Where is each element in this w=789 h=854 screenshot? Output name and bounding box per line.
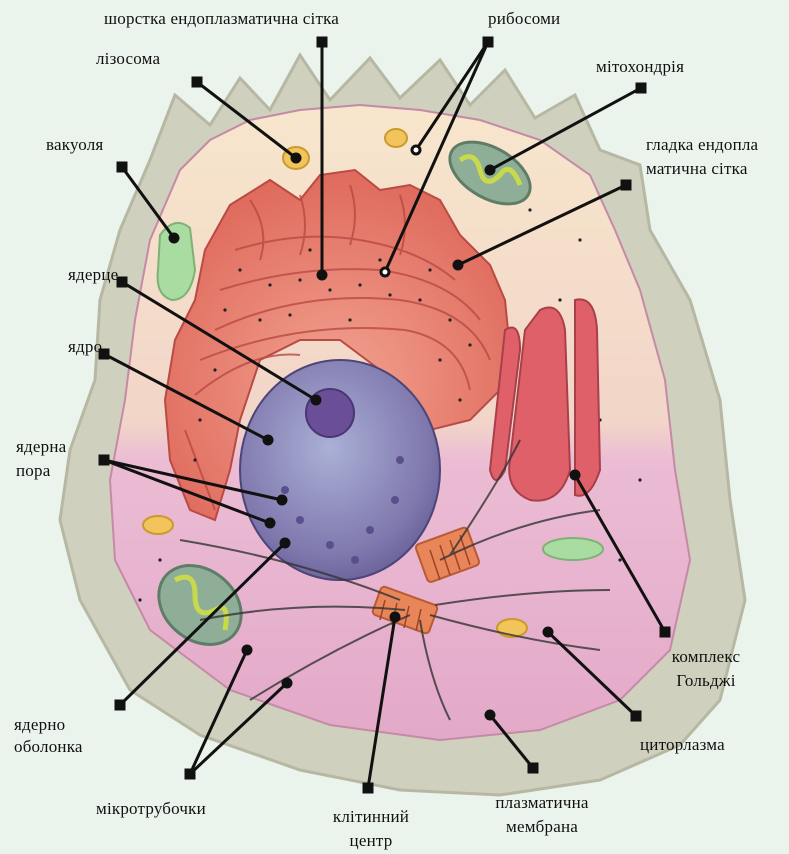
label-microtubules: мікротрубочки: [96, 798, 206, 820]
label-cytoplasm: циторлазма: [640, 734, 725, 756]
label-centrosome-line1: клітинний: [306, 806, 436, 828]
label-nuclear-envelope-line1: ядерно: [14, 714, 65, 736]
label-smooth-er-line1: гладка ендопла: [646, 134, 758, 156]
label-ribosomes: рибосоми: [488, 8, 560, 30]
vacuole-shape-2: [543, 538, 603, 560]
label-mitochondrion: мітохондрія: [596, 56, 684, 78]
lysosome-shape-3: [143, 516, 173, 534]
label-plasma-membrane-line1: плазматична: [472, 792, 612, 814]
label-nucleus: ядро: [68, 336, 102, 358]
label-vacuole: вакуоля: [46, 134, 103, 156]
lysosome-shape-2: [385, 129, 407, 147]
label-plasma-membrane-line2: мембрана: [472, 816, 612, 838]
label-nuclear-pore-line1: ядерна: [16, 436, 66, 458]
label-golgi-line1: комплекс: [656, 646, 756, 668]
label-rough-er: шорстка ендоплазматична сітка: [104, 8, 339, 30]
label-lysosome: лізосома: [96, 48, 160, 70]
label-nuclear-pore-line2: пора: [16, 460, 50, 482]
label-smooth-er-line2: матична сітка: [646, 158, 748, 180]
label-nuclear-envelope-line2: оболонка: [14, 736, 83, 758]
label-centrosome-line2: центр: [306, 830, 436, 852]
label-golgi-line2: Гольджі: [656, 670, 756, 692]
label-nucleolus: ядерце: [68, 264, 118, 286]
